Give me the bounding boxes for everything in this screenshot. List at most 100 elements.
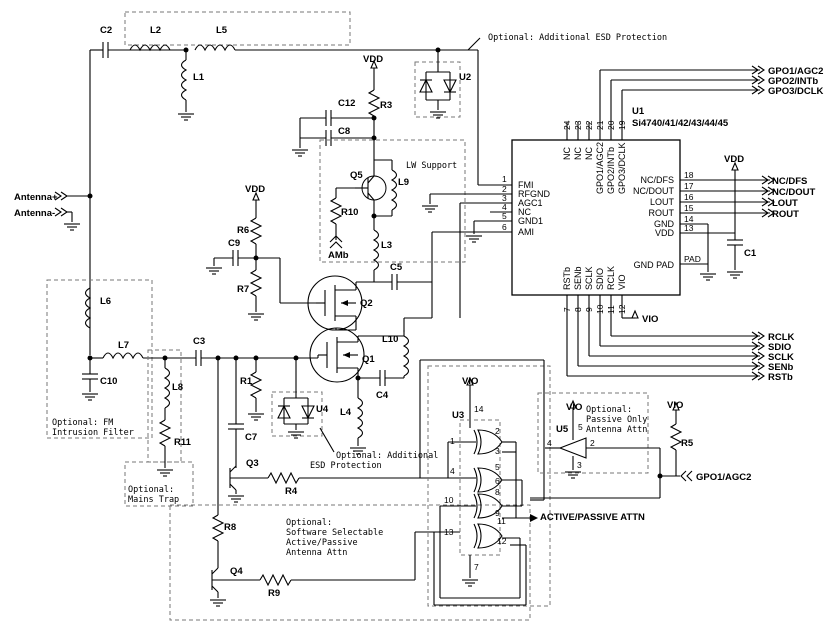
u1-pin-14-num: 14 — [684, 214, 694, 224]
u1-pin-16-num: 16 — [684, 192, 694, 202]
u1-pin-23-num: 23 — [573, 120, 583, 130]
u1-label: U1 — [632, 106, 645, 117]
u1-pin-rout: ROUT — [649, 208, 675, 218]
l7-label: L7 — [118, 340, 129, 351]
vio-label-u5: VIO — [566, 402, 582, 413]
u4-label: U4 — [316, 404, 329, 415]
u1-pin-8-num: 8 — [573, 307, 583, 312]
u5-pin-3: 3 — [577, 460, 582, 470]
net-nc-dfs: NC/DFS — [772, 176, 807, 187]
u1-pin-nc: NC — [518, 207, 531, 217]
u1-pin-sclk: SCLK — [584, 266, 594, 290]
u1-pin-15-num: 15 — [684, 203, 694, 213]
l10-label: L10 — [382, 334, 398, 345]
u1-pin-sdio: SDIO — [595, 268, 605, 290]
l2-l5-option-box — [124, 11, 351, 46]
q2-label: Q2 — [360, 298, 373, 309]
u1-pin-3-num: 3 — [502, 193, 507, 203]
u1-pin-fmi: FMI — [518, 180, 534, 190]
u1-pin-ami: AMI — [518, 227, 534, 237]
u3-pin-7: 7 — [474, 562, 479, 572]
u1-pin-nc-dfs: NC/DFS — [641, 175, 675, 185]
fm-filter-box — [46, 279, 153, 439]
u1-pin-22-num: 22 — [584, 120, 594, 130]
c12-label: C12 — [338, 98, 355, 109]
u1-bottom-pins — [566, 295, 765, 381]
xor-gate-1 — [473, 429, 503, 455]
vdd-label-r6: VDD — [245, 184, 265, 195]
u1-part-number: Si4740/41/42/43/44/45 — [632, 118, 729, 129]
l1-label: L1 — [193, 72, 205, 83]
u1-chip-body — [511, 139, 681, 296]
antenna-minus-label: Antenna- — [14, 208, 55, 219]
transistor-q1 — [309, 327, 365, 383]
transistor-q2 — [307, 275, 363, 331]
gate-pin-2: 2 — [495, 426, 500, 436]
u1-pin-12-num: 12 — [617, 304, 627, 314]
u5-pin-4: 4 — [547, 438, 552, 448]
vdd-label-chip: VDD — [724, 154, 744, 165]
l4-label: L4 — [340, 407, 352, 418]
u1-pin-lout: LOUT — [650, 197, 675, 207]
q5-label: Q5 — [350, 170, 363, 181]
u3-inner-box — [459, 419, 501, 556]
u1-pin-2-num: 2 — [502, 184, 507, 194]
net-rout: ROUT — [772, 209, 799, 220]
r8-label: R8 — [224, 522, 236, 533]
u1-pin-5-num: 5 — [502, 211, 507, 221]
c10-label: C10 — [100, 376, 117, 387]
u1-pin-21-num: 21 — [595, 120, 605, 130]
u5-buffer — [558, 437, 587, 459]
vio-label-chip: VIO — [642, 314, 658, 325]
net-lout: LOUT — [772, 198, 798, 209]
u1-pad-label: PAD — [684, 254, 701, 264]
gate-pin-10: 10 — [444, 495, 454, 505]
u5-pin-5: 5 — [578, 422, 583, 432]
c1-label: C1 — [744, 248, 757, 259]
gate-pin-6: 6 — [495, 476, 500, 486]
r11-label: R11 — [174, 437, 192, 448]
c7-label: C7 — [245, 432, 257, 443]
c4-label: C4 — [376, 390, 389, 401]
u1-pin-rclk: RCLK — [606, 266, 616, 290]
l8-label: L8 — [172, 382, 183, 393]
r6-label: R6 — [237, 225, 249, 236]
gate-pin-8: 8 — [495, 487, 500, 497]
u1-pin-7-num: 7 — [562, 307, 572, 312]
u1-pin-24-name: NC — [562, 147, 572, 160]
u1-pin-22-name: NC — [584, 147, 594, 160]
q4-label: Q4 — [230, 566, 243, 577]
vdd-label-r3: VDD — [363, 54, 383, 65]
u1-pin-21-name: GPO1/AGC2 — [595, 142, 605, 194]
u1-pin-10-num: 10 — [595, 304, 605, 314]
r3-label: R3 — [380, 100, 392, 111]
gate-pin-13: 13 — [444, 527, 454, 537]
u1-pin-23-name: NC — [573, 147, 583, 160]
transistor-q3 — [227, 455, 268, 503]
u1-pin-vio: VIO — [617, 274, 627, 290]
u3-label: U3 — [452, 410, 464, 421]
q1-label: Q1 — [362, 354, 375, 365]
u1-pin-6-num: 6 — [502, 222, 507, 232]
u1-pin-20-num: 20 — [606, 120, 616, 130]
r1-label: R1 — [240, 376, 253, 387]
u1-pin-19-num: 19 — [617, 120, 627, 130]
u3-outer-box — [427, 365, 551, 607]
u1-right-pins — [680, 162, 770, 281]
c5-label: C5 — [390, 262, 403, 273]
u5-pin-2: 2 — [590, 438, 595, 448]
r9-label: R9 — [268, 588, 280, 599]
u4-esd-box — [271, 391, 323, 437]
u1-gnd-pad: GND PAD — [634, 260, 675, 270]
antenna-plus-label: Antenna+ — [14, 192, 58, 203]
q3-label: Q3 — [246, 458, 259, 469]
u1-pin-gnd1: GND1 — [518, 216, 543, 226]
r10-label: R10 — [341, 207, 358, 218]
u1-pin-20-name: GPO2/INTb — [606, 147, 616, 194]
net-gpo1-agc2-top: GPO1/AGC2 — [768, 66, 823, 77]
vio-label-r5: VIO — [667, 400, 683, 411]
